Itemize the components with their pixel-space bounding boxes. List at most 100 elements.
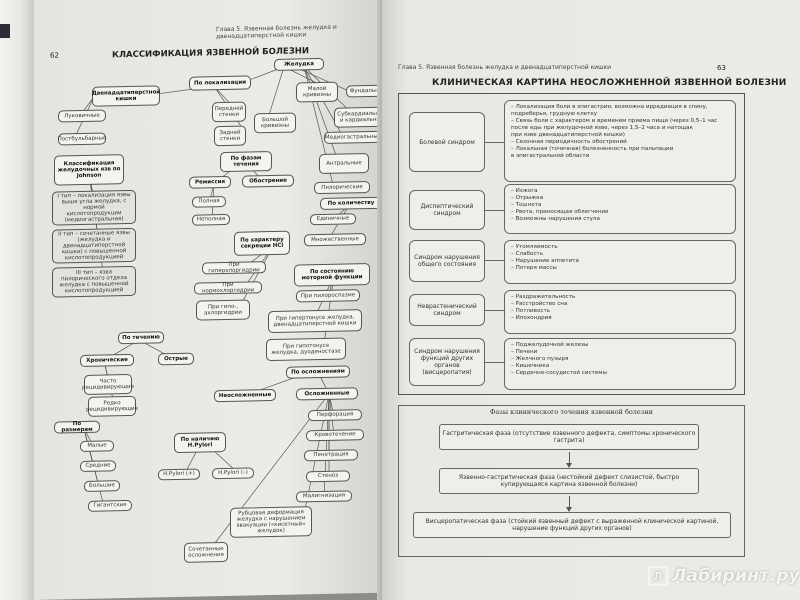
syndrome-neurasthenic: Неврастенический синдром (409, 294, 485, 326)
node-multiple: Множественные (304, 233, 366, 247)
detail-line: при язве двенадцатиперстной кишки) (511, 131, 625, 138)
syndrome-pain: Болевой синдром (409, 112, 485, 172)
node-hyperchlor: При гиперхлоргидрии (202, 261, 266, 275)
node-hp-positive: H.Pylori (+) (158, 468, 200, 481)
syndrome-general-state-details: – Утомляемость – Слабость – Нарушение ап… (504, 240, 736, 284)
node-by-course: По течению (118, 331, 164, 345)
right-page: Глава 5. Язвенная болезнь желудка и двен… (382, 0, 800, 600)
phase-visceropathic: Висцеропатическая фаза (стойкий язвенный… (413, 512, 731, 538)
arrow-down (566, 452, 572, 468)
detail-line: подреберья, грудную клетку (511, 110, 598, 117)
node-by-size: По размерам (54, 420, 100, 434)
node-by-complication: По осложнениям (286, 365, 350, 379)
node-stenosis: Стеноз (306, 470, 350, 483)
node-small: Малые (80, 440, 114, 453)
node-remission: Ремиссия (189, 175, 231, 189)
detail-line: – Возможны нарушения стула (511, 215, 600, 222)
syndromes-frame: Болевой синдром – Локализация боли в эпи… (398, 93, 745, 395)
syndrome-visceropathy: Синдром нарушения функций других органов… (409, 338, 485, 386)
node-exacerbation: Обострение (242, 174, 294, 188)
node-front-wall: Передней стенки (212, 101, 246, 123)
detail-line: – Изжога (511, 188, 538, 194)
node-large: Большие (84, 480, 120, 492)
detail-line: – Сезонная периодичность обострений (511, 138, 627, 145)
node-full: Полная (192, 195, 226, 208)
detail-line: – Кишечника (511, 362, 550, 369)
connector (485, 310, 504, 311)
connector (485, 210, 504, 211)
labirint-logo-icon: Л (648, 566, 668, 586)
node-by-count: По количеству (320, 196, 382, 211)
node-penetration: Пенетрация (304, 449, 358, 462)
node-duodenum: Двенадцатиперстной кишки (92, 85, 160, 107)
node-bleeding: Кровотечение (306, 429, 364, 442)
node-deformation: Рубцовая деформация желудка с нарушением… (230, 506, 312, 538)
detail-line: – Отрыжка (511, 194, 544, 201)
detail-line: – Потливость (511, 307, 551, 314)
right-running-head: Глава 5. Язвенная болезнь желудка и двен… (398, 64, 612, 71)
right-page-title: КЛИНИЧЕСКАЯ КАРТИНА НЕОСЛОЖНЕННОЙ ЯЗВЕНН… (432, 78, 787, 88)
node-pylorospasm: При пилороспазме (296, 289, 360, 303)
node-pyloric: Пилорические (314, 180, 370, 195)
node-incomplete: Неполная (192, 213, 230, 226)
detail-line: – Расстройство сна (511, 300, 568, 307)
detail-line: – Слабость (511, 250, 543, 257)
detail-line: – Нарушение аппетита (511, 257, 579, 264)
detail-line: – Связь боли с характером и временем при… (511, 117, 718, 124)
node-frequent-relapse: Часто рецидивирующие (82, 373, 134, 395)
node-chronic: Хронические (80, 353, 134, 368)
node-stomach: Желудка (274, 57, 324, 71)
connector (485, 142, 504, 143)
detail-line: – Раздражительность (511, 294, 576, 300)
detail-line: – Поджелудочной железы (511, 342, 589, 348)
node-antral: Антральные (319, 152, 369, 175)
syndrome-dyspeptic-details: – Изжога – Отрыжка – Тошнота – Рвота, пр… (504, 184, 736, 234)
node-normochlor: При нормохлоргидрии (194, 281, 262, 295)
node-by-motor: По состоянию моторной функции (294, 262, 370, 287)
phase-gastritic: Гастритическая фаза (отсутствие язвенног… (439, 424, 699, 450)
watermark-text: Лабиринт.ру (672, 566, 800, 586)
phases-title: Фазы клинического течения язвенной болез… (490, 408, 653, 416)
node-medium: Средние (80, 460, 116, 473)
connector (485, 362, 504, 363)
watermark: Л Лабиринт.ру (648, 566, 800, 586)
node-malignization: Малигнизация (296, 490, 352, 503)
node-back-wall: Задней стенки (214, 125, 246, 147)
detail-line: – Рвота, приносящая облегчение (511, 208, 609, 215)
node-complicated: Осложненные (296, 387, 358, 401)
node-by-location: По локализации (189, 75, 251, 91)
detail-line: – Потеря массы (511, 264, 557, 271)
phases-frame: Фазы клинического течения язвенной болез… (398, 405, 745, 557)
node-postbulbar: Постбульбарные (58, 132, 106, 146)
node-mediogastric: Медиогастральные (324, 130, 382, 144)
detail-line: – Локализация боли в эпигастрии, возможн… (511, 104, 708, 110)
node-hypertonus: При гипертонусе желудка, двенадцатиперст… (268, 309, 362, 334)
syndrome-neurasthenic-details: – Раздражительность – Расстройство сна –… (504, 290, 736, 334)
detail-line: – Сердечно-сосудистой системы (511, 369, 607, 376)
node-rare-relapse: Редко рецидивирующие (86, 395, 138, 417)
detail-line: в эпигастральной области (511, 152, 590, 159)
syndrome-general-state: Синдром нарушения общего состояния (409, 240, 485, 282)
right-page-number: 63 (717, 64, 726, 72)
node-by-secretion: По характеру секреции HCl (234, 230, 290, 256)
node-by-phase: По фазам течения (220, 151, 272, 173)
connector (485, 260, 504, 261)
node-hypochlor: При гипо-, ахлоргидрии (196, 299, 250, 321)
node-hp-negative: H.Pylori (–) (212, 467, 254, 480)
detail-line: – Ипохондрия (511, 314, 552, 321)
detail-line: – Тошнота (511, 201, 542, 208)
node-by-hp: По наличию H.Pylori (174, 431, 226, 454)
detail-line: – Желчного пузыря (511, 355, 569, 362)
node-johnson-type3: III тип – язва пилорического отдела желу… (52, 265, 136, 298)
node-perforation: Перфорация (308, 409, 362, 422)
node-johnson-type2: II тип – сочетанные язвы (желудка и двен… (52, 227, 136, 264)
detail-line: после еды при желудочной язве, через 1,5… (511, 124, 693, 131)
node-combined: Сочетанные осложнения (184, 541, 228, 563)
detail-line: – Утомляемость (511, 244, 558, 250)
syndrome-dyspeptic: Диспептический синдром (409, 190, 485, 230)
detail-line: – Печени (511, 348, 538, 355)
arrow-down (566, 496, 572, 512)
node-small-curvature: Малой кривизны (296, 81, 338, 103)
node-bulbar: Луковичные (58, 109, 106, 123)
binding-strip (0, 24, 10, 38)
